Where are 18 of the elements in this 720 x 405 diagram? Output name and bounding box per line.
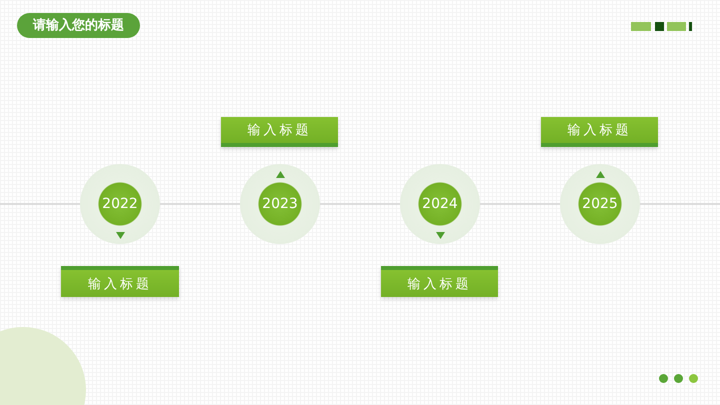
year-circle <box>560 164 640 244</box>
timeline-line <box>320 203 400 205</box>
timeline-line <box>0 203 80 205</box>
title-card: 输入标题 <box>221 117 338 147</box>
year-circle <box>400 164 480 244</box>
year-label: 2024 <box>422 196 458 212</box>
timeline-line <box>160 203 240 205</box>
timeline-line <box>480 203 560 205</box>
title-card: 输入标题 <box>381 266 498 297</box>
year-label: 2025 <box>582 196 618 212</box>
year-circle <box>80 164 160 244</box>
title-banner: 请输入您的标题 <box>17 13 140 38</box>
year-label: 2022 <box>102 196 138 212</box>
timeline-line <box>640 203 720 205</box>
title-card: 输入标题 <box>541 117 658 147</box>
year-circle <box>240 164 320 244</box>
title-card: 输入标题 <box>61 266 179 297</box>
year-label: 2023 <box>262 196 298 212</box>
